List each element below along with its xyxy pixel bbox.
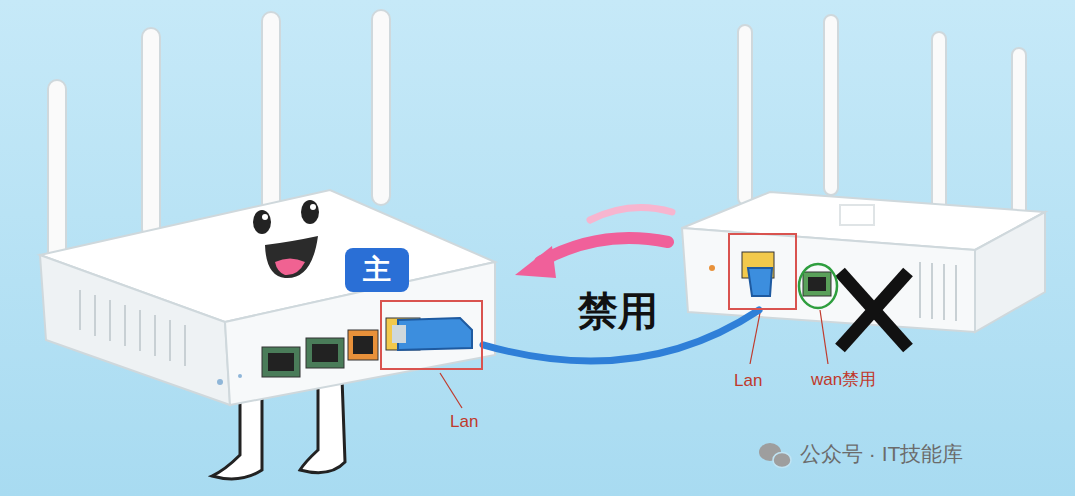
lan-port-box: Lan bbox=[728, 233, 797, 310]
port-callout: Lan bbox=[734, 371, 762, 391]
badge-text: 主 bbox=[363, 254, 391, 285]
action-label: 禁用 bbox=[578, 284, 658, 339]
lan-port-box: Lan bbox=[380, 300, 483, 370]
router-badge: 主 bbox=[345, 248, 409, 292]
port-callout: Lan bbox=[450, 412, 478, 432]
watermark: 公众号 · IT技能库 bbox=[800, 440, 963, 468]
port-callout: wan禁用 bbox=[811, 368, 876, 391]
ring-outline bbox=[797, 262, 839, 310]
wan-port-ring: wan禁用 bbox=[797, 262, 839, 310]
